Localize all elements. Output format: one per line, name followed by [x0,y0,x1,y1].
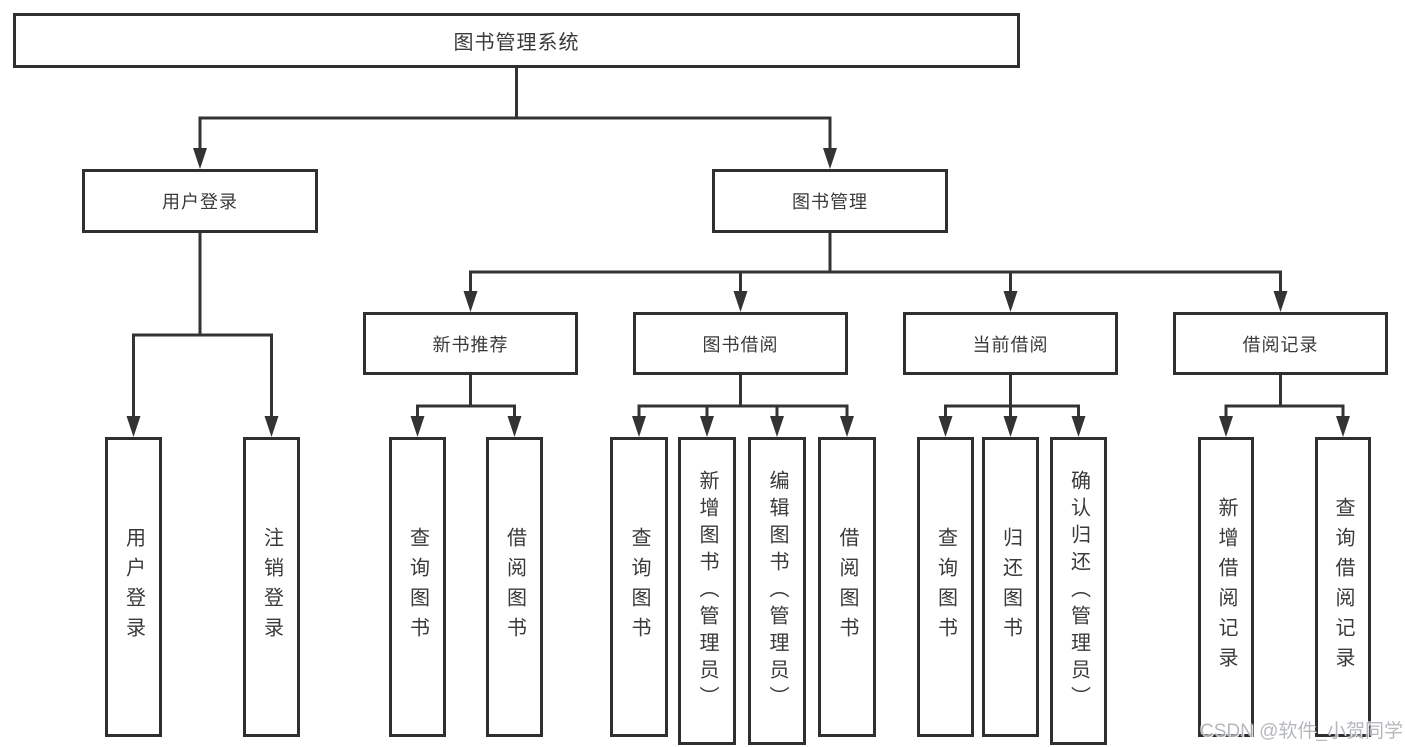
leaf-add-books-admin: 新增图书（管理员） [678,437,736,745]
node-book-management: 图书管理 [712,169,948,233]
node-book-borrow: 图书借阅 [633,312,848,375]
node-borrow-records: 借阅记录 [1173,312,1388,375]
leaf-edit-books-admin: 编辑图书（管理员） [748,437,806,745]
leaf-add-borrow-record: 新增借阅记录 [1198,437,1254,737]
leaf-query-books-current: 查询图书 [917,437,974,737]
csdn-watermark: CSDN @软件_小贺同学 [1200,721,1403,742]
leaf-query-borrow-record: 查询借阅记录 [1315,437,1371,737]
leaf-borrow-books: 借阅图书 [818,437,876,737]
node-current-borrow: 当前借阅 [903,312,1118,375]
leaf-borrow-books-recommend: 借阅图书 [486,437,543,737]
leaf-logout-login: 注销登录 [243,437,300,737]
node-user-login: 用户登录 [82,169,318,233]
leaf-confirm-return-admin: 确认归还（管理员） [1050,437,1107,745]
leaf-return-books: 归还图书 [982,437,1039,737]
node-new-book-recommend: 新书推荐 [363,312,578,375]
node-library-management-system: 图书管理系统 [13,13,1020,68]
leaf-query-books-borrow: 查询图书 [610,437,668,737]
leaf-query-books-recommend: 查询图书 [389,437,446,737]
leaf-user-login: 用户登录 [105,437,162,737]
